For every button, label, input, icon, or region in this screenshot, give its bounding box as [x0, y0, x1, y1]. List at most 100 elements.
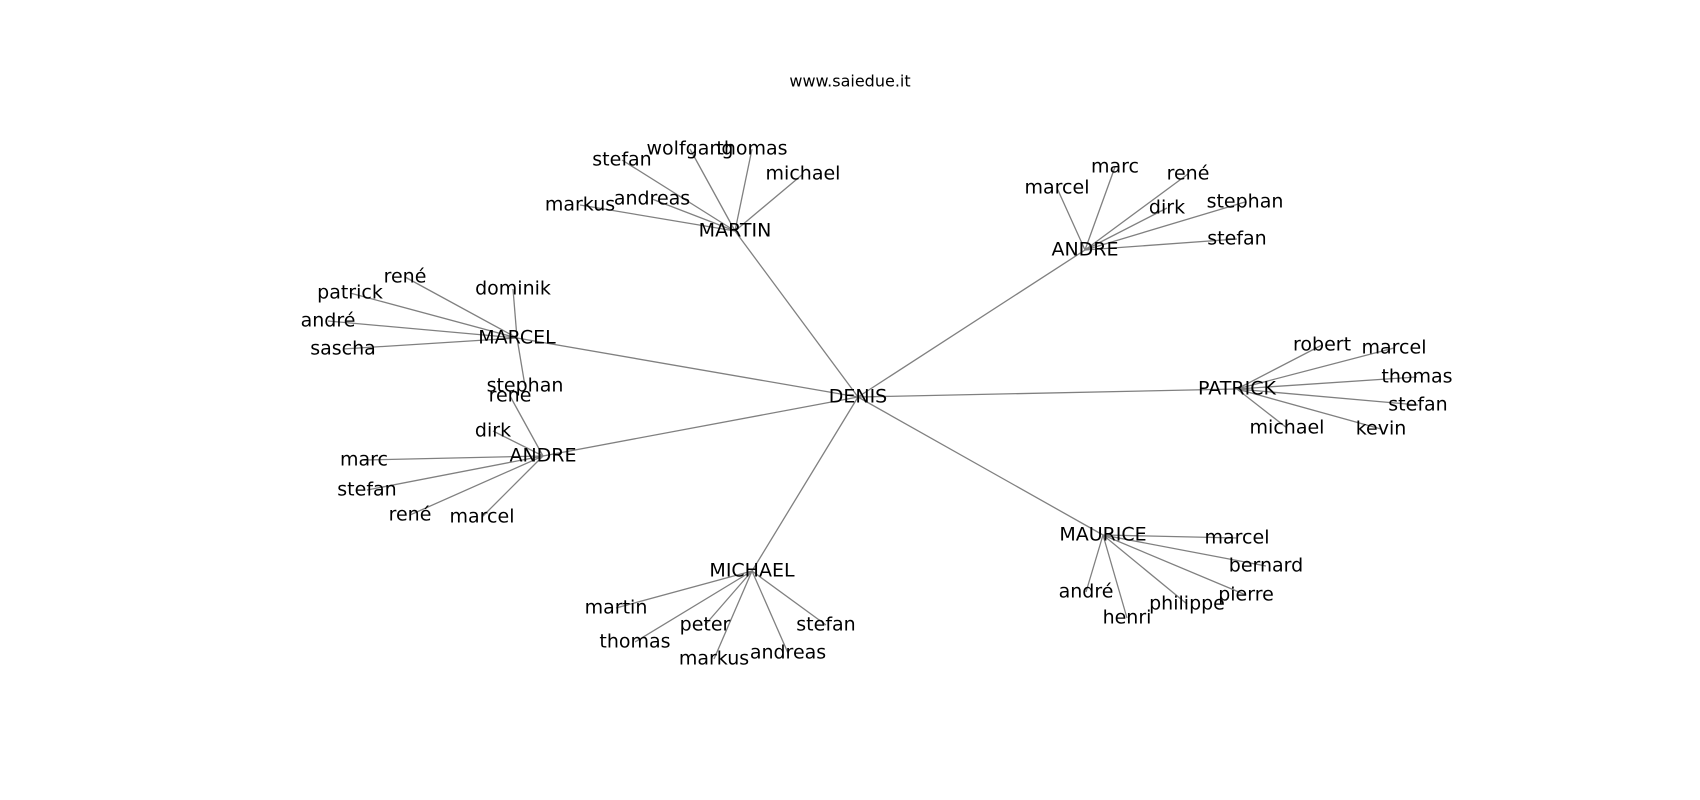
leaf-node-label: rene	[489, 385, 532, 407]
edge-marcel-leaf-0	[512, 288, 518, 339]
edge-andre2-leaf-2	[363, 455, 544, 461]
leaf-node-label: rené	[1167, 163, 1210, 185]
edge-patrick-leaf-4	[1236, 388, 1382, 430]
hub-node-label-marcel: MARCEL	[478, 327, 556, 349]
edge-maurice-leaf-0	[1102, 534, 1238, 539]
edge-patrick-leaf-5	[1236, 388, 1288, 429]
edge-michael-leaf-5	[751, 570, 827, 626]
leaf-node-label: rené	[384, 266, 427, 288]
edge-andre1-leaf-2	[1084, 173, 1189, 251]
edge-michael-leaf-2	[704, 570, 753, 626]
leaf-node-label: stefan	[1207, 228, 1266, 250]
hub-node-label-maurice: MAURICE	[1059, 524, 1146, 546]
hub-node-label-andre1: ANDRE	[1051, 239, 1118, 261]
leaf-node-label: stefan	[337, 479, 396, 501]
leaf-node-label: wolfgang	[647, 138, 734, 160]
edge-root-patrick	[857, 388, 1238, 398]
leaf-node-label: thomas	[716, 138, 787, 160]
edge-martin-leaf-0	[579, 204, 736, 232]
edge-marcel-leaf-3	[327, 320, 518, 339]
leaf-node-label: marcel	[1362, 337, 1427, 359]
leaf-node-label: marcel	[1205, 527, 1270, 549]
leaf-node-label: sascha	[310, 338, 376, 360]
edge-maurice-leaf-3	[1102, 534, 1188, 605]
edge-michael-leaf-3	[713, 570, 753, 660]
hub-node-label-martin: MARTIN	[699, 220, 772, 242]
edge-root-andre2	[542, 396, 859, 457]
leaf-node-label: henri	[1103, 607, 1152, 629]
edge-maurice-leaf-1	[1102, 534, 1267, 567]
edge-root-marcel	[516, 337, 859, 398]
leaf-node-label: marc	[1091, 156, 1139, 178]
labels-layer: DENISMARTINmarkusandreasstefanwolfgangth…	[301, 138, 1453, 670]
edge-andre1-leaf-3	[1084, 207, 1168, 251]
leaf-node-label: dirk	[1149, 197, 1185, 219]
edge-michael-leaf-1	[634, 570, 753, 643]
edge-martin-leaf-4	[734, 148, 753, 232]
leaf-node-label: dominik	[475, 278, 551, 300]
edge-andre2-leaf-1	[492, 430, 544, 457]
edge-marcel-leaf-5	[516, 337, 526, 387]
leaf-node-label: andreas	[614, 188, 690, 210]
edge-andre2-leaf-3	[366, 455, 544, 491]
leaf-node-label: marcel	[450, 506, 515, 528]
leaf-node-label: markus	[545, 194, 615, 216]
leaf-node-label: stephan	[1207, 191, 1284, 213]
edge-martin-leaf-3	[689, 148, 736, 232]
edge-martin-leaf-2	[621, 159, 736, 232]
leaf-node-label: robert	[1293, 334, 1351, 356]
edge-maurice-leaf-2	[1102, 534, 1247, 596]
leaf-node-label: marcel	[1025, 177, 1090, 199]
leaf-node-label: peter	[680, 614, 731, 636]
edge-michael-leaf-4	[751, 570, 789, 654]
edge-andre1-leaf-1	[1084, 166, 1116, 251]
edge-patrick-leaf-1	[1236, 347, 1395, 390]
edge-maurice-leaf-5	[1085, 534, 1104, 593]
edges-layer	[327, 148, 1419, 660]
leaf-node-label: rené	[389, 504, 432, 526]
hub-node-label-michael: MICHAEL	[709, 560, 795, 582]
edge-patrick-leaf-2	[1236, 376, 1418, 390]
leaf-node-label: andreas	[750, 642, 826, 664]
leaf-node-label: marc	[340, 449, 388, 471]
edge-andre2-leaf-5	[481, 455, 544, 518]
hub-node-label-patrick: PATRICK	[1198, 378, 1276, 400]
edge-root-michael	[751, 396, 859, 572]
leaf-node-label: stefan	[1388, 394, 1447, 416]
edge-patrick-leaf-3	[1236, 388, 1419, 406]
edge-andre1-leaf-5	[1084, 238, 1238, 251]
edge-marcel-leaf-1	[404, 276, 518, 339]
edge-andre2-leaf-0	[509, 395, 544, 457]
edge-root-andre1	[857, 249, 1086, 398]
leaf-node-label: stefan	[796, 614, 855, 636]
leaf-node-label: michael	[1250, 417, 1325, 439]
edge-martin-leaf-1	[651, 198, 736, 232]
edge-marcel-leaf-4	[342, 337, 518, 350]
leaf-node-label: thomas	[1381, 366, 1452, 388]
leaf-node-label: markus	[679, 648, 749, 670]
root-node-label: DENIS	[829, 386, 888, 408]
leaf-node-label: dirk	[475, 420, 511, 442]
edge-patrick-leaf-0	[1236, 344, 1323, 390]
leaf-node-label: pierre	[1218, 584, 1274, 606]
hub-node-label-andre2: ANDRE	[509, 445, 576, 467]
edge-martin-leaf-5	[734, 173, 804, 232]
leaf-node-label: kevin	[1356, 418, 1407, 440]
edge-marcel-leaf-2	[349, 292, 518, 339]
edge-root-maurice	[857, 396, 1104, 536]
edge-maurice-leaf-4	[1102, 534, 1128, 619]
site-title: www.saiedue.it	[789, 72, 910, 91]
leaf-node-label: andré	[301, 310, 356, 332]
leaf-node-label: martin	[585, 597, 648, 619]
edge-andre1-leaf-0	[1056, 187, 1086, 251]
edge-root-martin	[734, 230, 859, 398]
leaf-node-label: stephan	[487, 375, 564, 397]
leaf-node-label: philippe	[1149, 593, 1225, 615]
edge-andre2-leaf-4	[409, 455, 544, 516]
edge-michael-leaf-0	[615, 570, 753, 609]
leaf-node-label: andré	[1059, 581, 1114, 603]
leaf-node-label: patrick	[317, 282, 383, 304]
leaf-node-label: thomas	[599, 631, 670, 653]
edge-andre1-leaf-4	[1084, 201, 1246, 251]
